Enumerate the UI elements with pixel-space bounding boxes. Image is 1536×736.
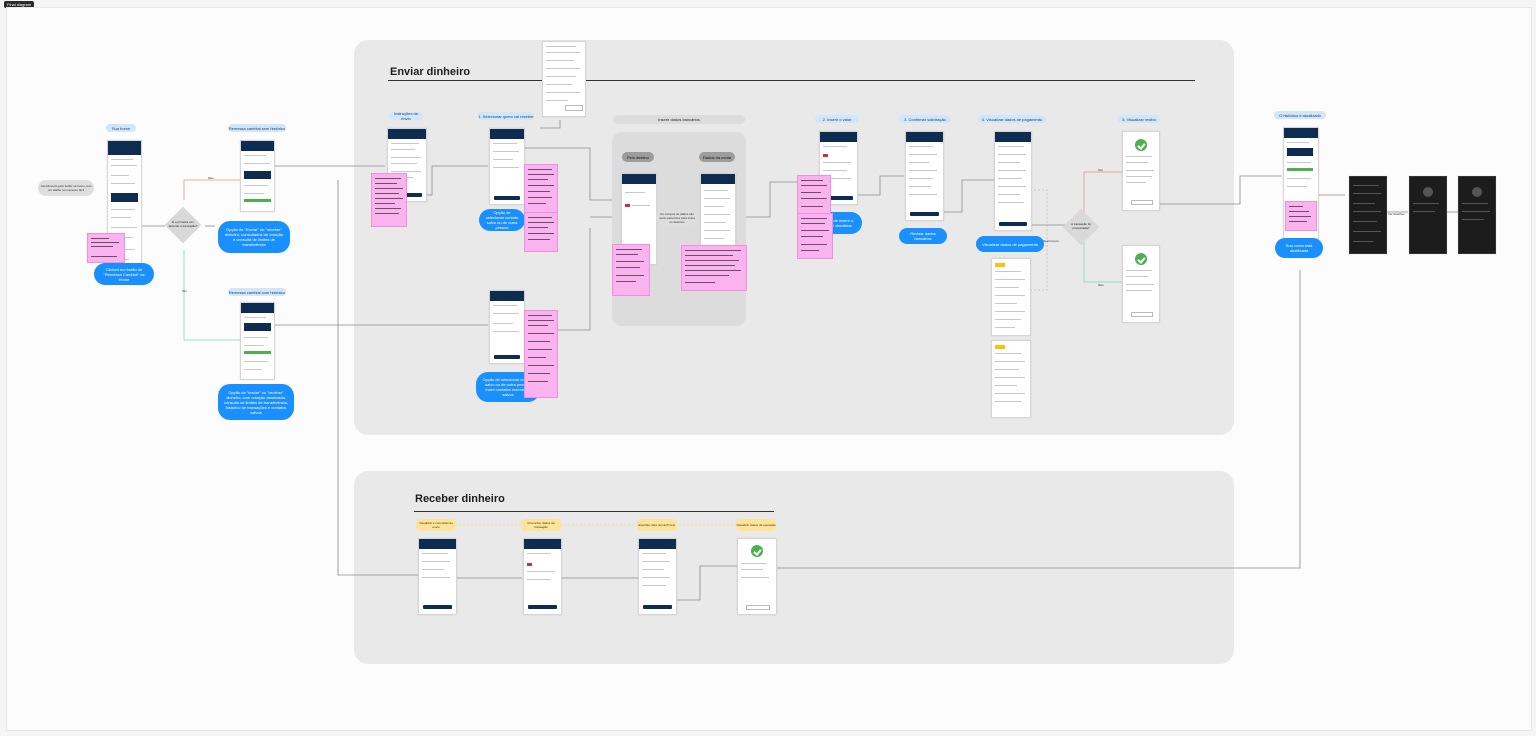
receber-step-3: Escolher data. Envio/Trocar — [637, 519, 677, 531]
phone-recibo-1 — [1122, 131, 1160, 211]
phone-visualizar-pagamento — [994, 131, 1032, 231]
phone-receber-4 — [737, 538, 777, 615]
sticky-pelo-destino — [612, 244, 650, 296]
section-receber — [354, 471, 1234, 664]
step-confirmar: 3. Confirmar solicitação — [899, 115, 951, 123]
step-inserir-bancarios: Inserir dados bancários — [613, 115, 745, 124]
phone-receber-2 — [523, 538, 562, 615]
phone-remessa-com — [240, 302, 275, 380]
bubble-opcao-enviar-sem: Opção de "Enviar" ou "receber" dinheiro,… — [218, 221, 290, 253]
sticky-selecionar-3 — [524, 310, 558, 398]
bubble-opcao-enviar-com: Opção de "enviar" ou "receber" dinheiro,… — [218, 384, 294, 420]
frame-tag: Final diagram — [4, 1, 35, 8]
sticky-dados-conta — [681, 245, 747, 291]
step-selecionar: 1. Selecionar quem vai receber — [478, 112, 534, 120]
phone-remessa-sem — [240, 140, 275, 212]
sticky-selecionar-2 — [524, 212, 558, 252]
edge-label-nao: Não — [208, 176, 214, 180]
step-dados-conta: Dados da conta — [699, 152, 735, 162]
phone-receber-3 — [638, 538, 677, 615]
sticky-inserir-valor-2 — [797, 213, 833, 259]
step-instrucoes: Instruções de envio — [389, 111, 423, 121]
note-bancarios: Os campos de dados são muito parecidos p… — [656, 210, 698, 226]
phone-dark-2 — [1409, 176, 1447, 254]
edge-label-sim: Sim — [182, 289, 188, 293]
phone-recibo-2 — [1122, 245, 1160, 323]
phone-pagamento-3 — [991, 340, 1031, 418]
bubble-revisar: Revisar dados bancários — [899, 228, 947, 244]
phone-receber-1 — [418, 538, 457, 615]
phone-confirmar — [905, 131, 944, 221]
bubble-sua-conta: Sua conta está atualizada — [1275, 238, 1323, 258]
bubble-opcao-selecionar-1: Opção de selecionar contato salvo ou de … — [479, 209, 525, 231]
section-enviar-title: Enviar dinheiro — [390, 66, 471, 78]
section-receber-title: Receber dinheiro — [415, 493, 505, 505]
step-remessa-sem: Remessa cambial sem histórico — [228, 124, 286, 132]
step-visualizar-pagamento: 4. Visualizar dados de pagamento — [978, 115, 1046, 123]
step-sua-home: Sua home — [106, 124, 136, 132]
sticky-historico — [1285, 201, 1317, 231]
edge-label-nao-right: Não — [1098, 283, 1104, 287]
step-pelo-destino: Pelo destino — [622, 152, 654, 162]
receber-step-4: Visualizar status da operação — [736, 519, 776, 531]
phone-dark-3 — [1458, 176, 1496, 254]
step-visualizar-recibo: 5. Visualizar recibo — [1118, 115, 1160, 123]
decision-pagamento-label: A transação foi processada? — [1071, 222, 1091, 230]
sticky-selecionar-1 — [524, 164, 558, 214]
edge-label-volta: Retorna pro — [1043, 239, 1059, 243]
edge-label-sim-right: Sim — [1098, 168, 1104, 172]
sticky-instrucoes — [371, 173, 407, 227]
sticky-inserir-valor — [797, 175, 831, 215]
step-remessa-com: Remessa cambial com histórico — [228, 288, 286, 296]
section-enviar-rule — [388, 80, 1195, 81]
section-receber-rule — [414, 511, 774, 512]
phone-pagamento-2 — [991, 258, 1031, 336]
step-inserir-valor: 2. Inserir o valor — [815, 115, 859, 123]
note-home: Atendimento pelo botão na home, tem um a… — [38, 180, 94, 196]
phone-selecionar-1 — [489, 128, 525, 205]
decision-primeira-vez-label: É a primeira vez fazendo a transação? — [168, 220, 198, 228]
receber-step-2: Preencher dados da transação — [521, 519, 561, 531]
phone-selecionar-2 — [489, 290, 525, 364]
phone-popup-top — [542, 41, 586, 117]
step-historico: O histórico é atualizado — [1274, 111, 1326, 119]
receber-step-1: Visualizar e concordar de envio — [416, 519, 456, 531]
bubble-clicked-card: Clicked em botão de "Remessa Cambial" na… — [94, 263, 154, 285]
edge-label-detalhe: Ver detalhes — [1388, 212, 1405, 216]
bubble-visualizar-dados: Visualizar dados de pagamento — [976, 236, 1044, 252]
sticky-home — [87, 233, 125, 263]
phone-dark-1 — [1349, 176, 1387, 254]
